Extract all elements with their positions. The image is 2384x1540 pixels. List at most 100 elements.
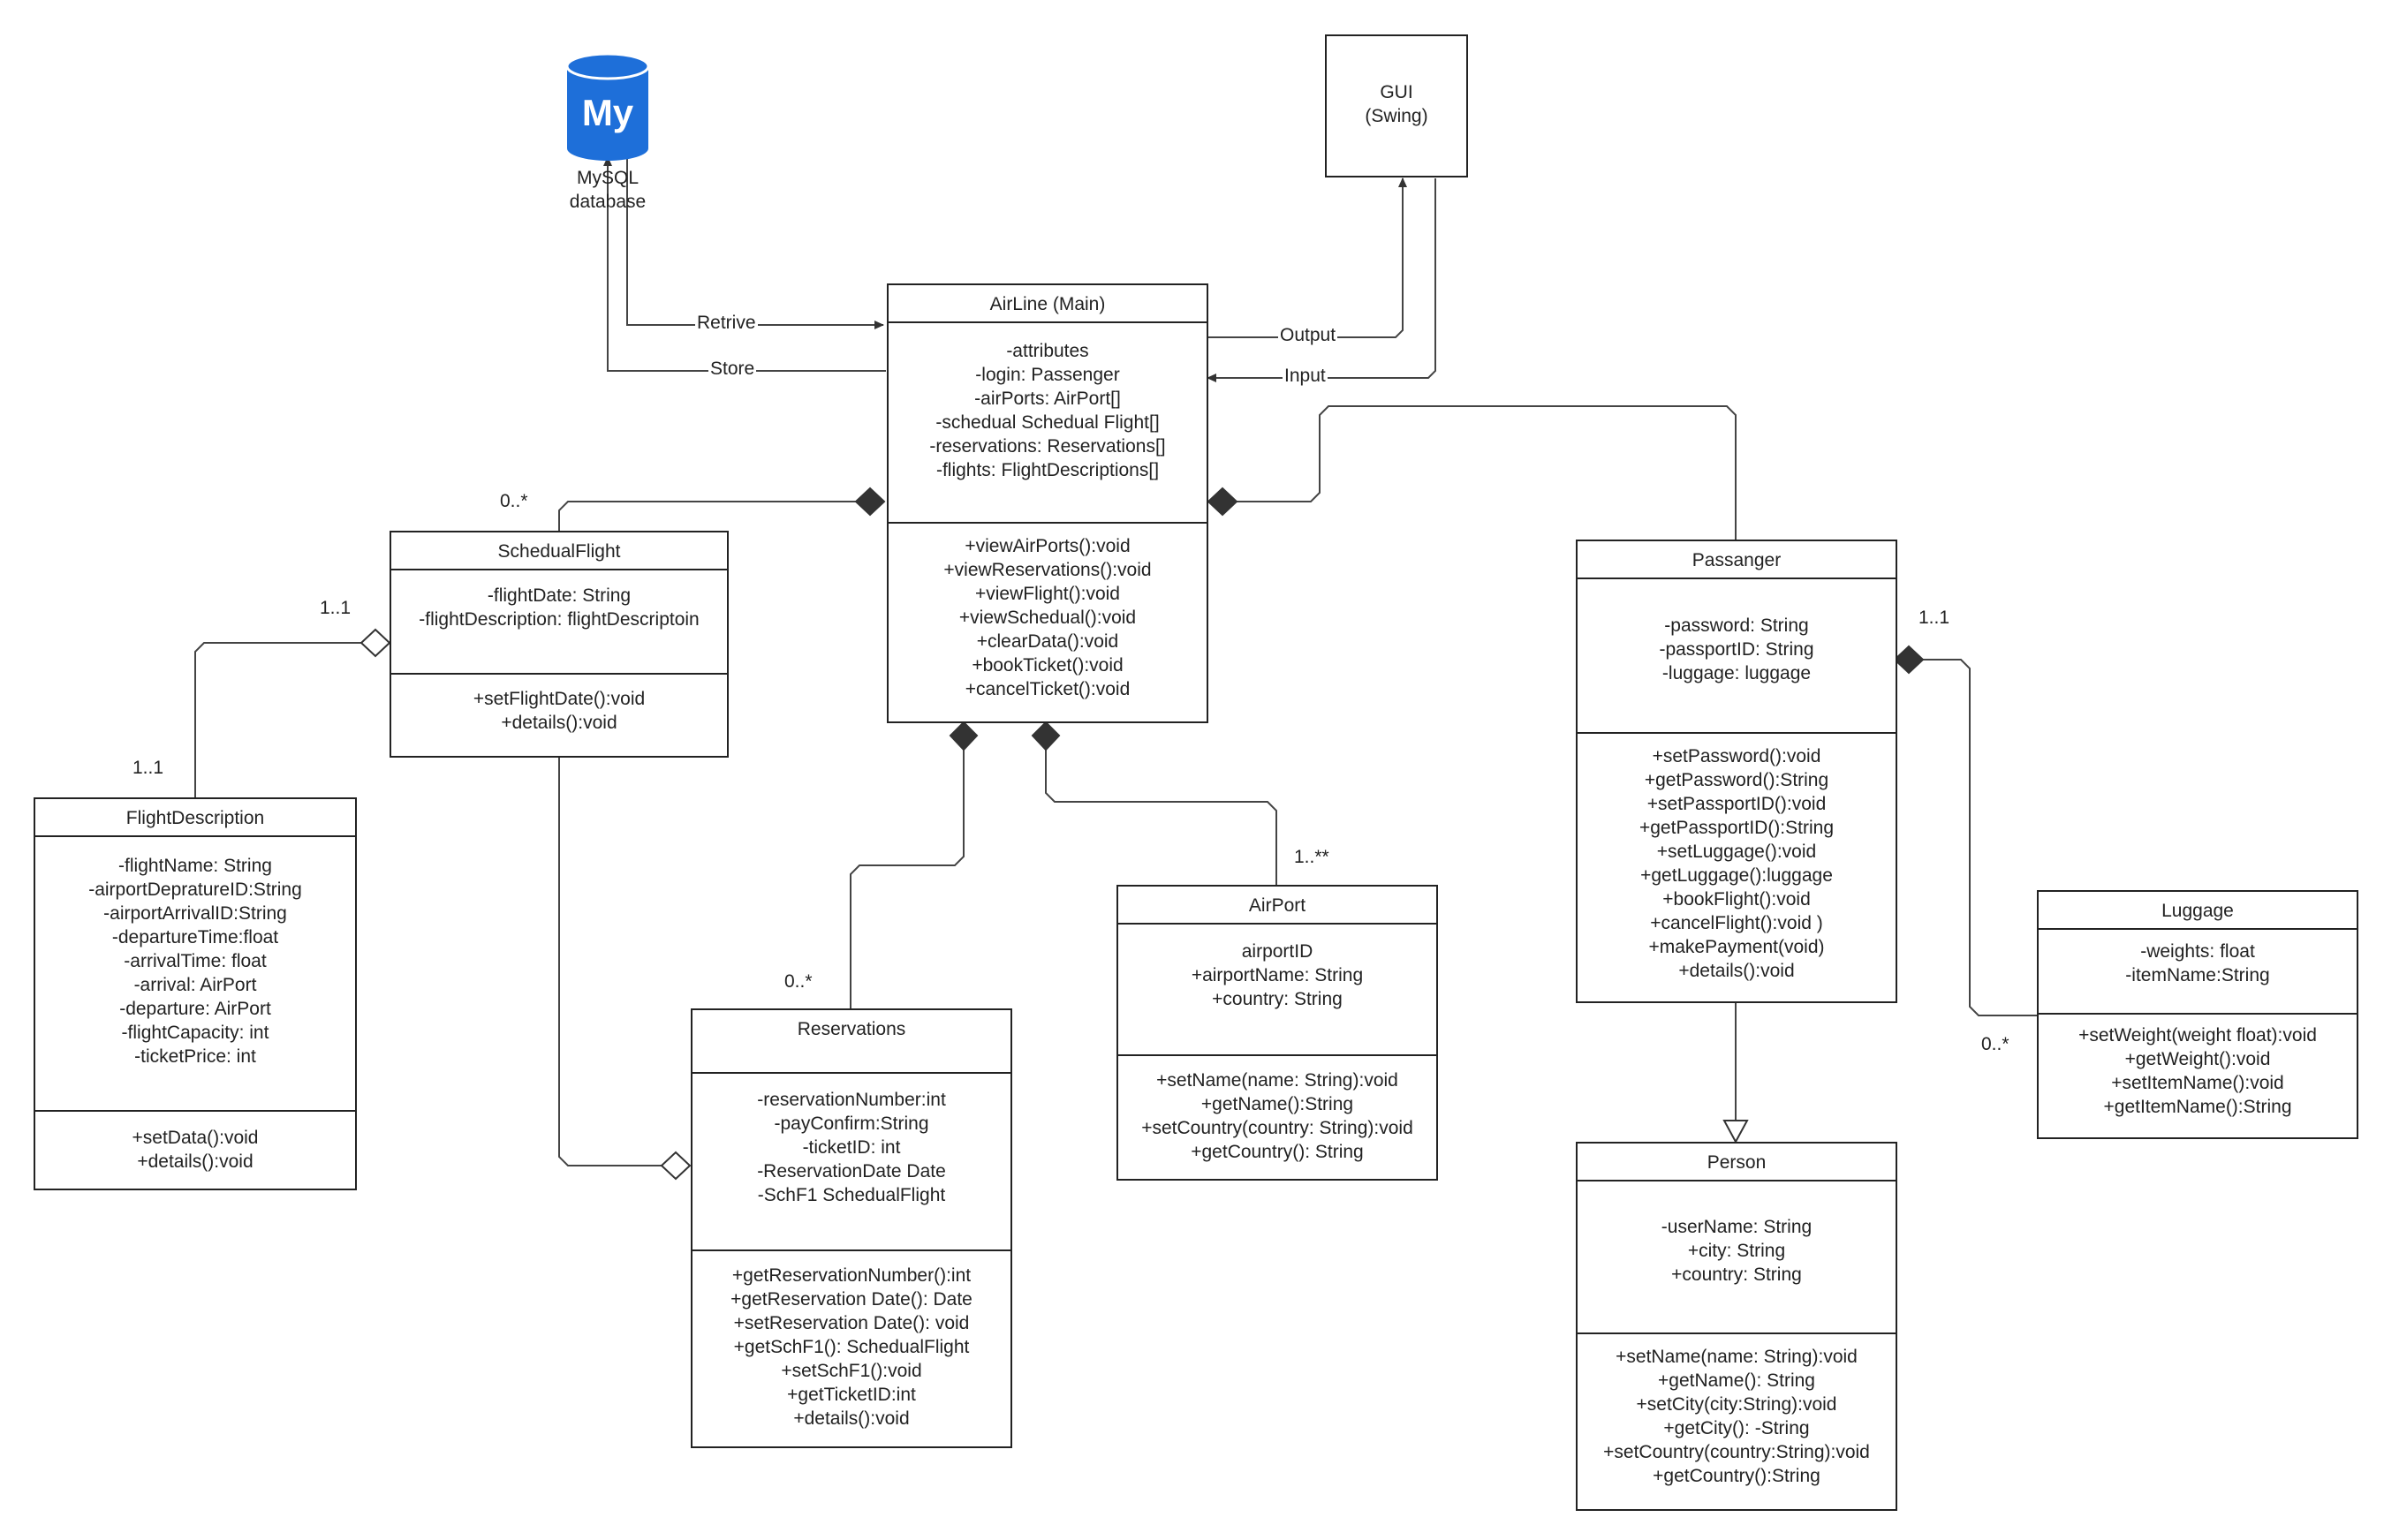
attribute: -login: Passenger [975, 365, 1120, 385]
attribute: -flightName: String [118, 856, 272, 876]
attribute: -flights: FlightDescriptions[] [935, 460, 1160, 480]
class-reservations: Reservations -reservationNumber:int -pay… [691, 1008, 1012, 1448]
aggregation-diamond-reservations [660, 1151, 692, 1181]
store-connector [603, 156, 886, 372]
method-list: +getReservationNumber():int +getReservat… [692, 1251, 1010, 1431]
method-list: +setName(name: String):void +getName(): … [1578, 1334, 1896, 1488]
mysql-database-icon: My [565, 52, 650, 161]
attribute: -departureTime:float [111, 927, 279, 947]
method: +setSchF1():void [781, 1361, 922, 1381]
multiplicity-passanger-luggage: 1..1 [1919, 608, 1950, 628]
class-airport: AirPort airportID +airportName: String +… [1116, 885, 1438, 1181]
method: +setName(name: String):void [1616, 1347, 1858, 1367]
class-name: AirPort [1118, 887, 1436, 925]
output-connector [1207, 177, 1407, 338]
method: +setLuggage():void [1656, 842, 1817, 862]
method: +viewFlight():void [975, 584, 1120, 604]
class-airline-main: AirLine (Main) -attributes -login: Passe… [887, 283, 1208, 723]
composition-diamond-airport [1031, 721, 1061, 751]
method: +setWeight(weight float):void [2078, 1025, 2317, 1046]
attribute: +country: String [1671, 1264, 1802, 1285]
class-name: AirLine (Main) [889, 285, 1207, 323]
airport-composition-line [1045, 750, 1277, 885]
method: +getCity(): -String [1663, 1418, 1810, 1438]
method: +getTicketID:int [787, 1385, 916, 1405]
attribute: -airportDepratureID:String [88, 879, 302, 900]
method: +cancelTicket():void [965, 679, 1131, 699]
class-name: SchedualFlight [391, 532, 727, 570]
database-label: MySQL database [565, 166, 650, 214]
attribute: -arrival: AirPort [133, 975, 257, 995]
method: +getItemName():String [2103, 1097, 2292, 1117]
class-name: FlightDescription [35, 799, 355, 837]
attribute: -SchF1 SchedualFlight [757, 1185, 946, 1205]
output-label: Output [1278, 325, 1338, 346]
method: +setReservation Date(): void [733, 1313, 970, 1333]
reservations-aggregation-line [558, 757, 662, 1166]
input-connector [1207, 178, 1436, 382]
method: +getPassword():String [1644, 770, 1829, 790]
method: +getReservationNumber():int [731, 1265, 972, 1286]
flight-desc-aggregation-line [194, 642, 361, 797]
multiplicity-schedual: 0..* [500, 491, 528, 511]
method: +details():void [137, 1151, 254, 1172]
attribute: -airPorts: AirPort[] [974, 389, 1121, 409]
method: +getReservation Date(): Date [730, 1289, 973, 1310]
attribute: -attributes [1006, 341, 1089, 361]
class-person: Person -userName: String +city: String +… [1576, 1142, 1897, 1511]
class-name: Passanger [1578, 541, 1896, 579]
method-list: +setPassword():void +getPassword():Strin… [1578, 734, 1896, 983]
attribute-list: -password: String -passportID: String -l… [1578, 579, 1896, 734]
method: +setPassword():void [1652, 746, 1821, 766]
method-list: +setName(name: String):void +getName():S… [1118, 1056, 1436, 1164]
attribute: -flightDescription: flightDescriptoin [419, 609, 700, 630]
method: +getName():String [1200, 1094, 1354, 1114]
method: +viewSchedual():void [958, 608, 1137, 628]
attribute: -userName: String [1661, 1217, 1813, 1237]
attribute-list: -flightDate: String -flightDescription: … [391, 570, 727, 675]
attribute: -payConfirm:String [774, 1113, 929, 1134]
attribute: airportID [1241, 941, 1313, 962]
method: +viewAirPorts():void [965, 536, 1131, 556]
multiplicity-airport: 1..** [1294, 847, 1329, 867]
method: +viewReservations():void [943, 560, 1152, 580]
attribute-list: -weights: float -itemName:String [2039, 930, 2357, 1015]
attribute-list: -attributes -login: Passenger -airPorts:… [889, 323, 1207, 524]
attribute: -itemName:String [2125, 965, 2270, 985]
attribute: -flightCapacity: int [121, 1023, 269, 1043]
composition-diamond-passanger [1207, 487, 1238, 517]
method: +details():void [1678, 961, 1795, 981]
composition-diamond-reservations [949, 721, 979, 751]
input-label: Input [1283, 366, 1328, 387]
class-name: Luggage [2039, 892, 2357, 930]
attribute: -weights: float [2140, 941, 2255, 962]
method-list: +setFlightDate():void +details():void [391, 675, 727, 735]
gui-label-line1: GUI [1380, 82, 1413, 102]
database-label-line1: MySQL [576, 168, 639, 188]
method: +details():void [793, 1408, 910, 1429]
attribute: -departure: AirPort [119, 999, 271, 1019]
multiplicity-flight-desc-bottom: 1..1 [132, 758, 164, 778]
attribute: -ticketID: int [802, 1137, 901, 1158]
class-name: Reservations [692, 1010, 1010, 1074]
method-list: +viewAirPorts():void +viewReservations()… [889, 524, 1207, 701]
method: +setCountry(country: String):void [1141, 1118, 1413, 1138]
reservations-composition-line [850, 750, 965, 1009]
passanger-composition-line [1237, 405, 1737, 540]
method: +setCountry(country:String):void [1603, 1442, 1870, 1462]
multiplicity-flight-desc-top: 1..1 [320, 598, 352, 618]
method-list: +setData():void +details():void [35, 1112, 355, 1174]
attribute-list: -userName: String +city: String +country… [1578, 1181, 1896, 1334]
method: +setCity(city:String):void [1636, 1394, 1837, 1415]
class-name: Person [1578, 1144, 1896, 1181]
method-list: +setWeight(weight float):void +getWeight… [2039, 1015, 2357, 1119]
method: +getWeight():void [2124, 1049, 2271, 1069]
method: +setName(name: String):void [1156, 1070, 1398, 1091]
method: +setFlightDate():void [473, 689, 646, 709]
method: +getSchF1(): SchedualFlight [733, 1337, 970, 1357]
aggregation-diamond-flight-desc [359, 628, 391, 658]
attribute: -arrivalTime: float [124, 951, 267, 971]
attribute: -ticketPrice: int [134, 1046, 256, 1067]
attribute: -flightDate: String [487, 585, 632, 606]
